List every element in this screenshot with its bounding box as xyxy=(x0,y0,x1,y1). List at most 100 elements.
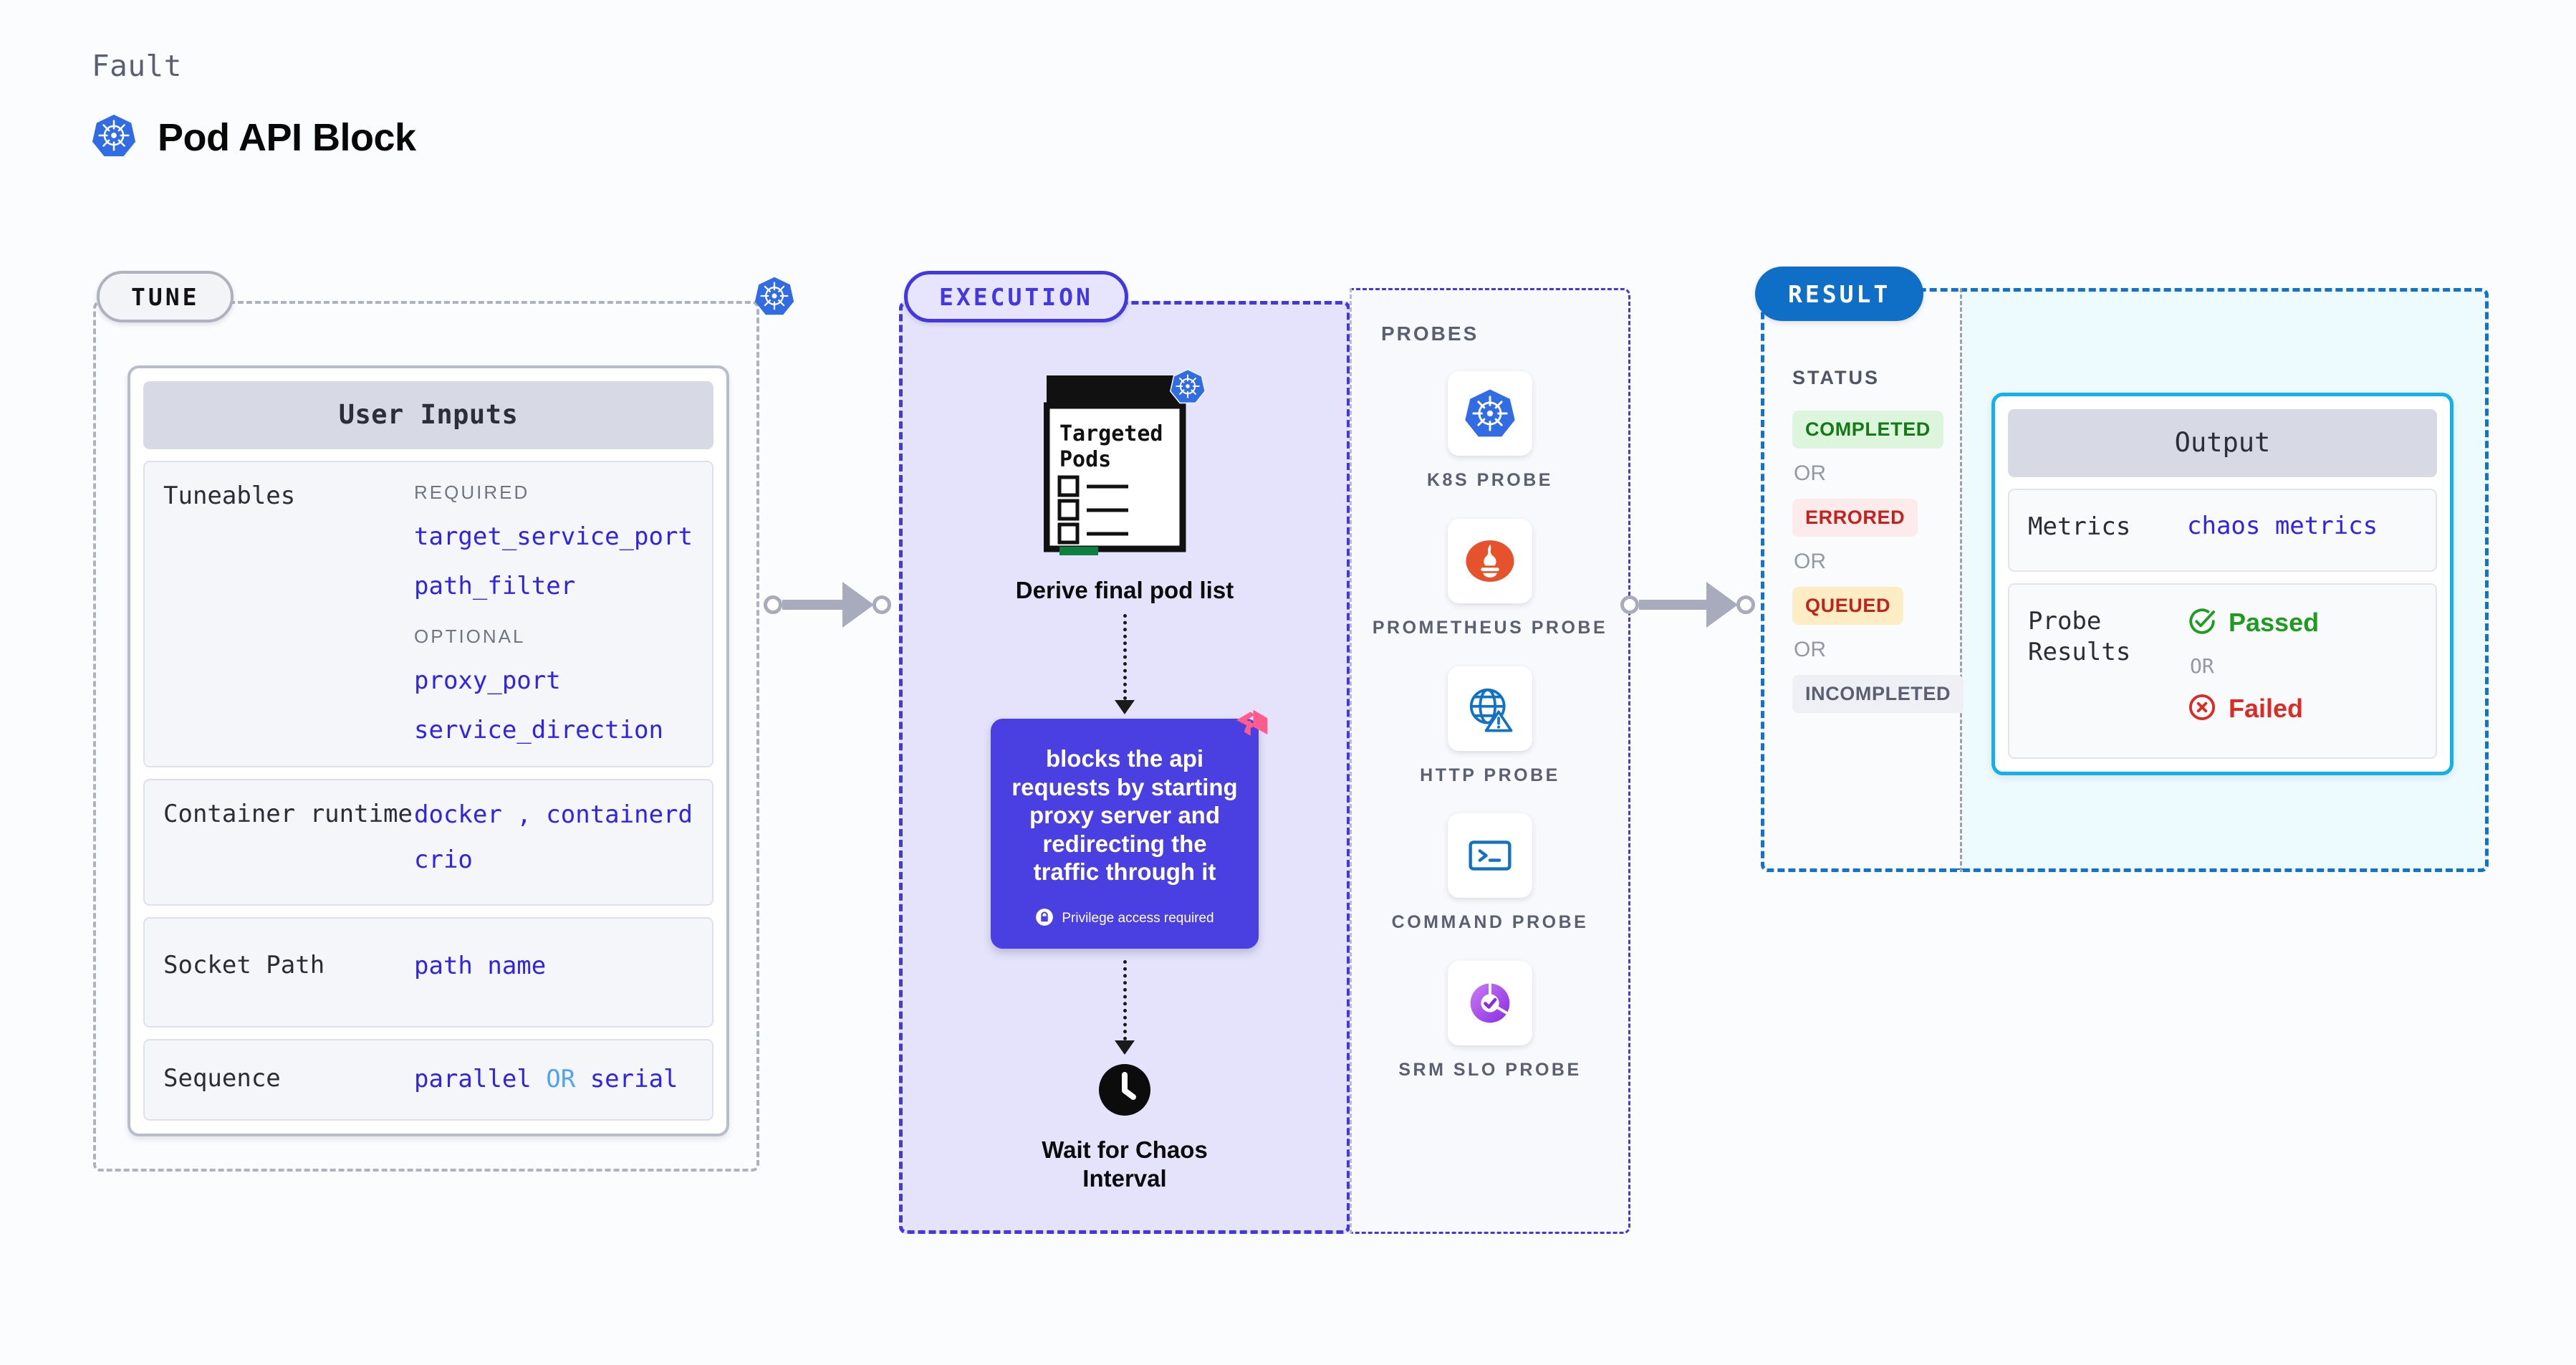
probe-results-values: Passed OR Failed xyxy=(2187,606,2319,726)
result-section-pill[interactable]: RESULT xyxy=(1755,267,1924,321)
connector-start-dot-2 xyxy=(1620,595,1639,614)
connector-end-dot xyxy=(873,595,891,614)
tune-section-pill[interactable]: TUNE xyxy=(97,271,234,322)
kubernetes-icon xyxy=(1169,368,1206,408)
probe-label-k8s: K8S PROBE xyxy=(1427,470,1553,490)
result-status-zone-boundary xyxy=(1761,288,1960,872)
socket-path-label: Socket Path xyxy=(163,950,325,980)
probe-label-srm-slo: SRM SLO PROBE xyxy=(1398,1060,1582,1080)
status-badge-incompleted: INCOMPLETED xyxy=(1792,675,1964,713)
tuneable-path-filter[interactable]: path_filter xyxy=(414,571,576,600)
execution-section-pill[interactable]: EXECUTION xyxy=(904,271,1128,322)
runtime-separator: , xyxy=(516,800,532,830)
probe-srm-slo[interactable]: SRM SLO PROBE xyxy=(1350,961,1630,1083)
srm-slo-donut-icon xyxy=(1448,961,1532,1045)
user-inputs-title: User Inputs xyxy=(143,381,713,449)
output-title: Output xyxy=(2008,409,2437,477)
arrow-down-icon-2 xyxy=(1115,1040,1135,1055)
probe-result-passed: Passed xyxy=(2187,606,2319,640)
probe-label-command: COMMAND PROBE xyxy=(1391,912,1589,933)
connector-line-2 xyxy=(1639,600,1708,610)
litmus-chaos-icon xyxy=(1229,707,1270,752)
status-or-3: OR xyxy=(1794,638,1826,661)
kubernetes-icon xyxy=(92,113,136,161)
metrics-value[interactable]: chaos metrics xyxy=(2187,512,2378,540)
tuneable-target-service-port[interactable]: target_service_port xyxy=(414,522,693,551)
wait-for-chaos-caption: Wait for Chaos Interval xyxy=(1042,1136,1208,1192)
clock-icon xyxy=(1098,1063,1151,1120)
wait-caption-line-2: Interval xyxy=(1082,1164,1167,1192)
connector-end-dot-2 xyxy=(1736,595,1755,614)
x-circle-icon xyxy=(2187,692,2217,726)
page-title: Pod API Block xyxy=(158,115,416,159)
container-runtime-label: Container runtime xyxy=(163,800,413,829)
kubernetes-icon xyxy=(754,276,794,320)
probe-results-row: Probe Results Passed OR xyxy=(2008,583,2437,759)
socket-path-value[interactable]: path name xyxy=(414,951,547,980)
probe-command[interactable]: COMMAND PROBE xyxy=(1350,813,1630,935)
sequence-label: Sequence xyxy=(163,1063,281,1093)
probes-divider xyxy=(1350,288,1352,1234)
probe-label-prometheus: PROMETHEUS PROBE xyxy=(1372,617,1608,638)
sequence-row: Sequence parallel OR serial xyxy=(143,1038,713,1121)
probe-failed-label: Failed xyxy=(2229,694,2304,724)
privilege-notice: Privilege access required xyxy=(1011,908,1239,930)
svg-text:Targeted: Targeted xyxy=(1059,421,1163,446)
probes-column: PROBES K8S PROBE xyxy=(1350,288,1630,1108)
action-card: blocks the api requests by starting prox… xyxy=(991,709,1268,949)
prometheus-icon xyxy=(1448,518,1532,603)
probe-label-http: HTTP PROBE xyxy=(1420,765,1560,785)
probe-http[interactable]: HTTP PROBE xyxy=(1350,666,1630,788)
derive-pod-list-caption: Derive final pod list xyxy=(1015,577,1234,603)
connector-tune-to-execution xyxy=(764,582,904,628)
flow-line-2 xyxy=(1123,959,1127,1040)
container-runtime-row: Container runtime docker , containerd cr… xyxy=(143,779,713,906)
probe-k8s[interactable]: K8S PROBE xyxy=(1350,371,1630,493)
action-description: blocks the api requests by starting prox… xyxy=(1011,745,1238,886)
runtime-crio[interactable]: crio xyxy=(414,845,473,874)
user-inputs-card: User Inputs Tuneables REQUIRED target_se… xyxy=(128,365,729,1137)
globe-warning-icon xyxy=(1448,666,1532,751)
tuneable-proxy-port[interactable]: proxy_port xyxy=(414,666,561,695)
check-circle-icon xyxy=(2187,606,2217,640)
tune-zone-boundary xyxy=(93,301,759,1172)
arrow-right-icon xyxy=(842,582,874,628)
tuneables-label: Tuneables xyxy=(163,482,296,510)
sequence-values: parallel OR serial xyxy=(414,1063,693,1095)
wait-caption-line-1: Wait for Chaos xyxy=(1042,1136,1208,1163)
kubernetes-icon xyxy=(1448,371,1532,456)
targeted-pods-checklist-icon: Targeted Pods xyxy=(1043,368,1206,562)
fault-eyebrow-label: Fault xyxy=(92,49,182,83)
lock-icon xyxy=(1035,908,1054,930)
svg-text:Pods: Pods xyxy=(1059,447,1111,472)
flow-line-1 xyxy=(1123,614,1127,700)
status-badge-completed: COMPLETED xyxy=(1792,411,1943,449)
terminal-icon xyxy=(1448,813,1532,899)
probe-result-failed: Failed xyxy=(2187,692,2319,726)
probe-results-label: Probe Results xyxy=(2028,606,2187,726)
container-runtime-values: docker , containerd crio xyxy=(414,799,693,875)
status-badge-errored: ERRORED xyxy=(1792,499,1918,537)
connector-line xyxy=(782,600,844,610)
status-heading: STATUS xyxy=(1792,367,1880,388)
probe-prometheus[interactable]: PROMETHEUS PROBE xyxy=(1350,518,1630,641)
tuneables-values: REQUIRED target_service_port path_filter… xyxy=(414,481,693,746)
result-divider xyxy=(1960,288,1962,872)
runtime-docker[interactable]: docker xyxy=(414,800,502,830)
required-heading: REQUIRED xyxy=(414,482,530,503)
probe-passed-label: Passed xyxy=(2229,608,2320,638)
sequence-parallel[interactable]: parallel xyxy=(414,1064,532,1093)
sequence-serial[interactable]: serial xyxy=(590,1064,678,1093)
status-badge-queued: QUEUED xyxy=(1792,587,1904,625)
connector-execution-to-result xyxy=(1620,582,1768,628)
arrow-down-icon-1 xyxy=(1115,700,1135,714)
status-or-1: OR xyxy=(1794,461,1826,485)
tuneables-row: Tuneables REQUIRED target_service_port p… xyxy=(143,461,713,768)
metrics-label: Metrics xyxy=(2028,512,2131,541)
tuneable-service-direction[interactable]: service_direction xyxy=(414,716,663,745)
privilege-text: Privilege access required xyxy=(1062,911,1214,926)
socket-path-row: Socket Path path name xyxy=(143,916,713,1028)
runtime-containerd[interactable]: containerd xyxy=(546,800,693,830)
arrow-right-icon-2 xyxy=(1706,582,1738,628)
probes-heading: PROBES xyxy=(1381,322,1479,345)
